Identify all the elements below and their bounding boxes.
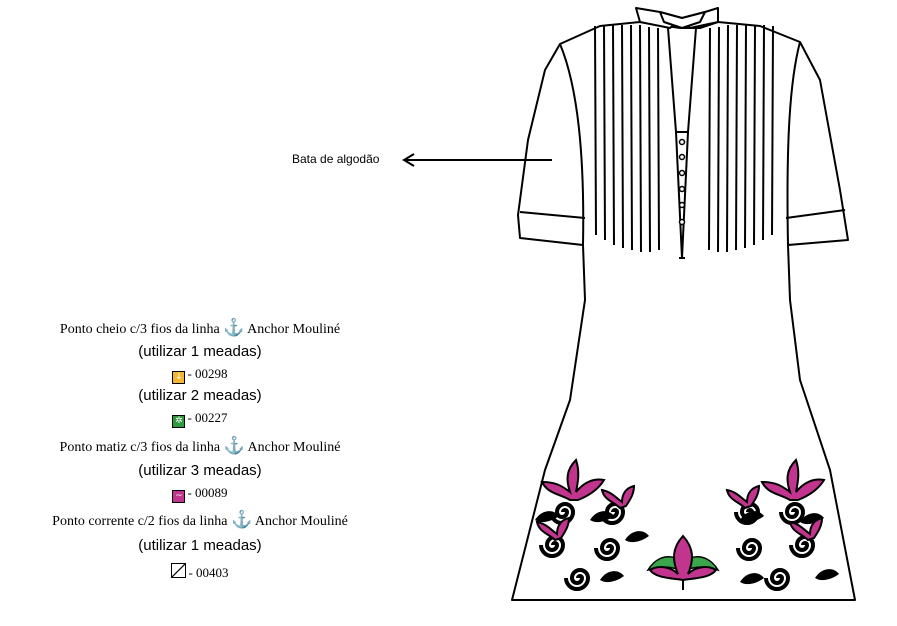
arrow-down-icon: ↓: [172, 371, 186, 384]
legend-row-1: Ponto cheio c/3 fios da linha ⚓ Anchor M…: [59, 318, 341, 337]
legend-row-4-qty: (utilizar 1 meadas): [138, 537, 262, 554]
legend-row-1-code: ↓- 00298: [0, 366, 400, 384]
wave-icon: ~: [172, 490, 186, 503]
legend-row-4-code: - 00403: [0, 563, 400, 581]
legend-row-2-code: ✲- 00227: [0, 410, 400, 428]
legend-row-4: Ponto corrente c/2 fios da linha ⚓ Ancho…: [52, 510, 348, 529]
stitch-legend: Ponto cheio c/3 fios da linha ⚓ Anchor M…: [0, 0, 420, 626]
legend-row-3-qty: (utilizar 3 meadas): [138, 462, 262, 479]
anchor-icon: ⚓: [223, 436, 245, 455]
embroidery-motif-center: [646, 534, 720, 590]
placket: [667, 27, 697, 259]
anchor-icon: ⚓: [223, 318, 245, 337]
collar: [635, 7, 719, 29]
dress-outline: [511, 21, 856, 601]
callout-label: Bata de algodão: [292, 152, 380, 166]
legend-row-2-qty: (utilizar 2 meadas): [138, 387, 262, 404]
sleeves: [519, 41, 846, 246]
callout-arrow: [402, 153, 552, 167]
pintucks: [594, 24, 774, 253]
legend-row-1-qty: (utilizar 1 meadas): [138, 343, 262, 360]
anchor-icon: ⚓: [231, 510, 253, 529]
buttons: [678, 138, 686, 226]
star-icon: ✲: [172, 415, 186, 428]
diagonal-slash-icon: [171, 563, 187, 578]
legend-row-3-code: ~- 00089: [0, 485, 400, 503]
legend-row-3: Ponto matiz c/3 fios da linha ⚓ Anchor M…: [59, 436, 341, 455]
